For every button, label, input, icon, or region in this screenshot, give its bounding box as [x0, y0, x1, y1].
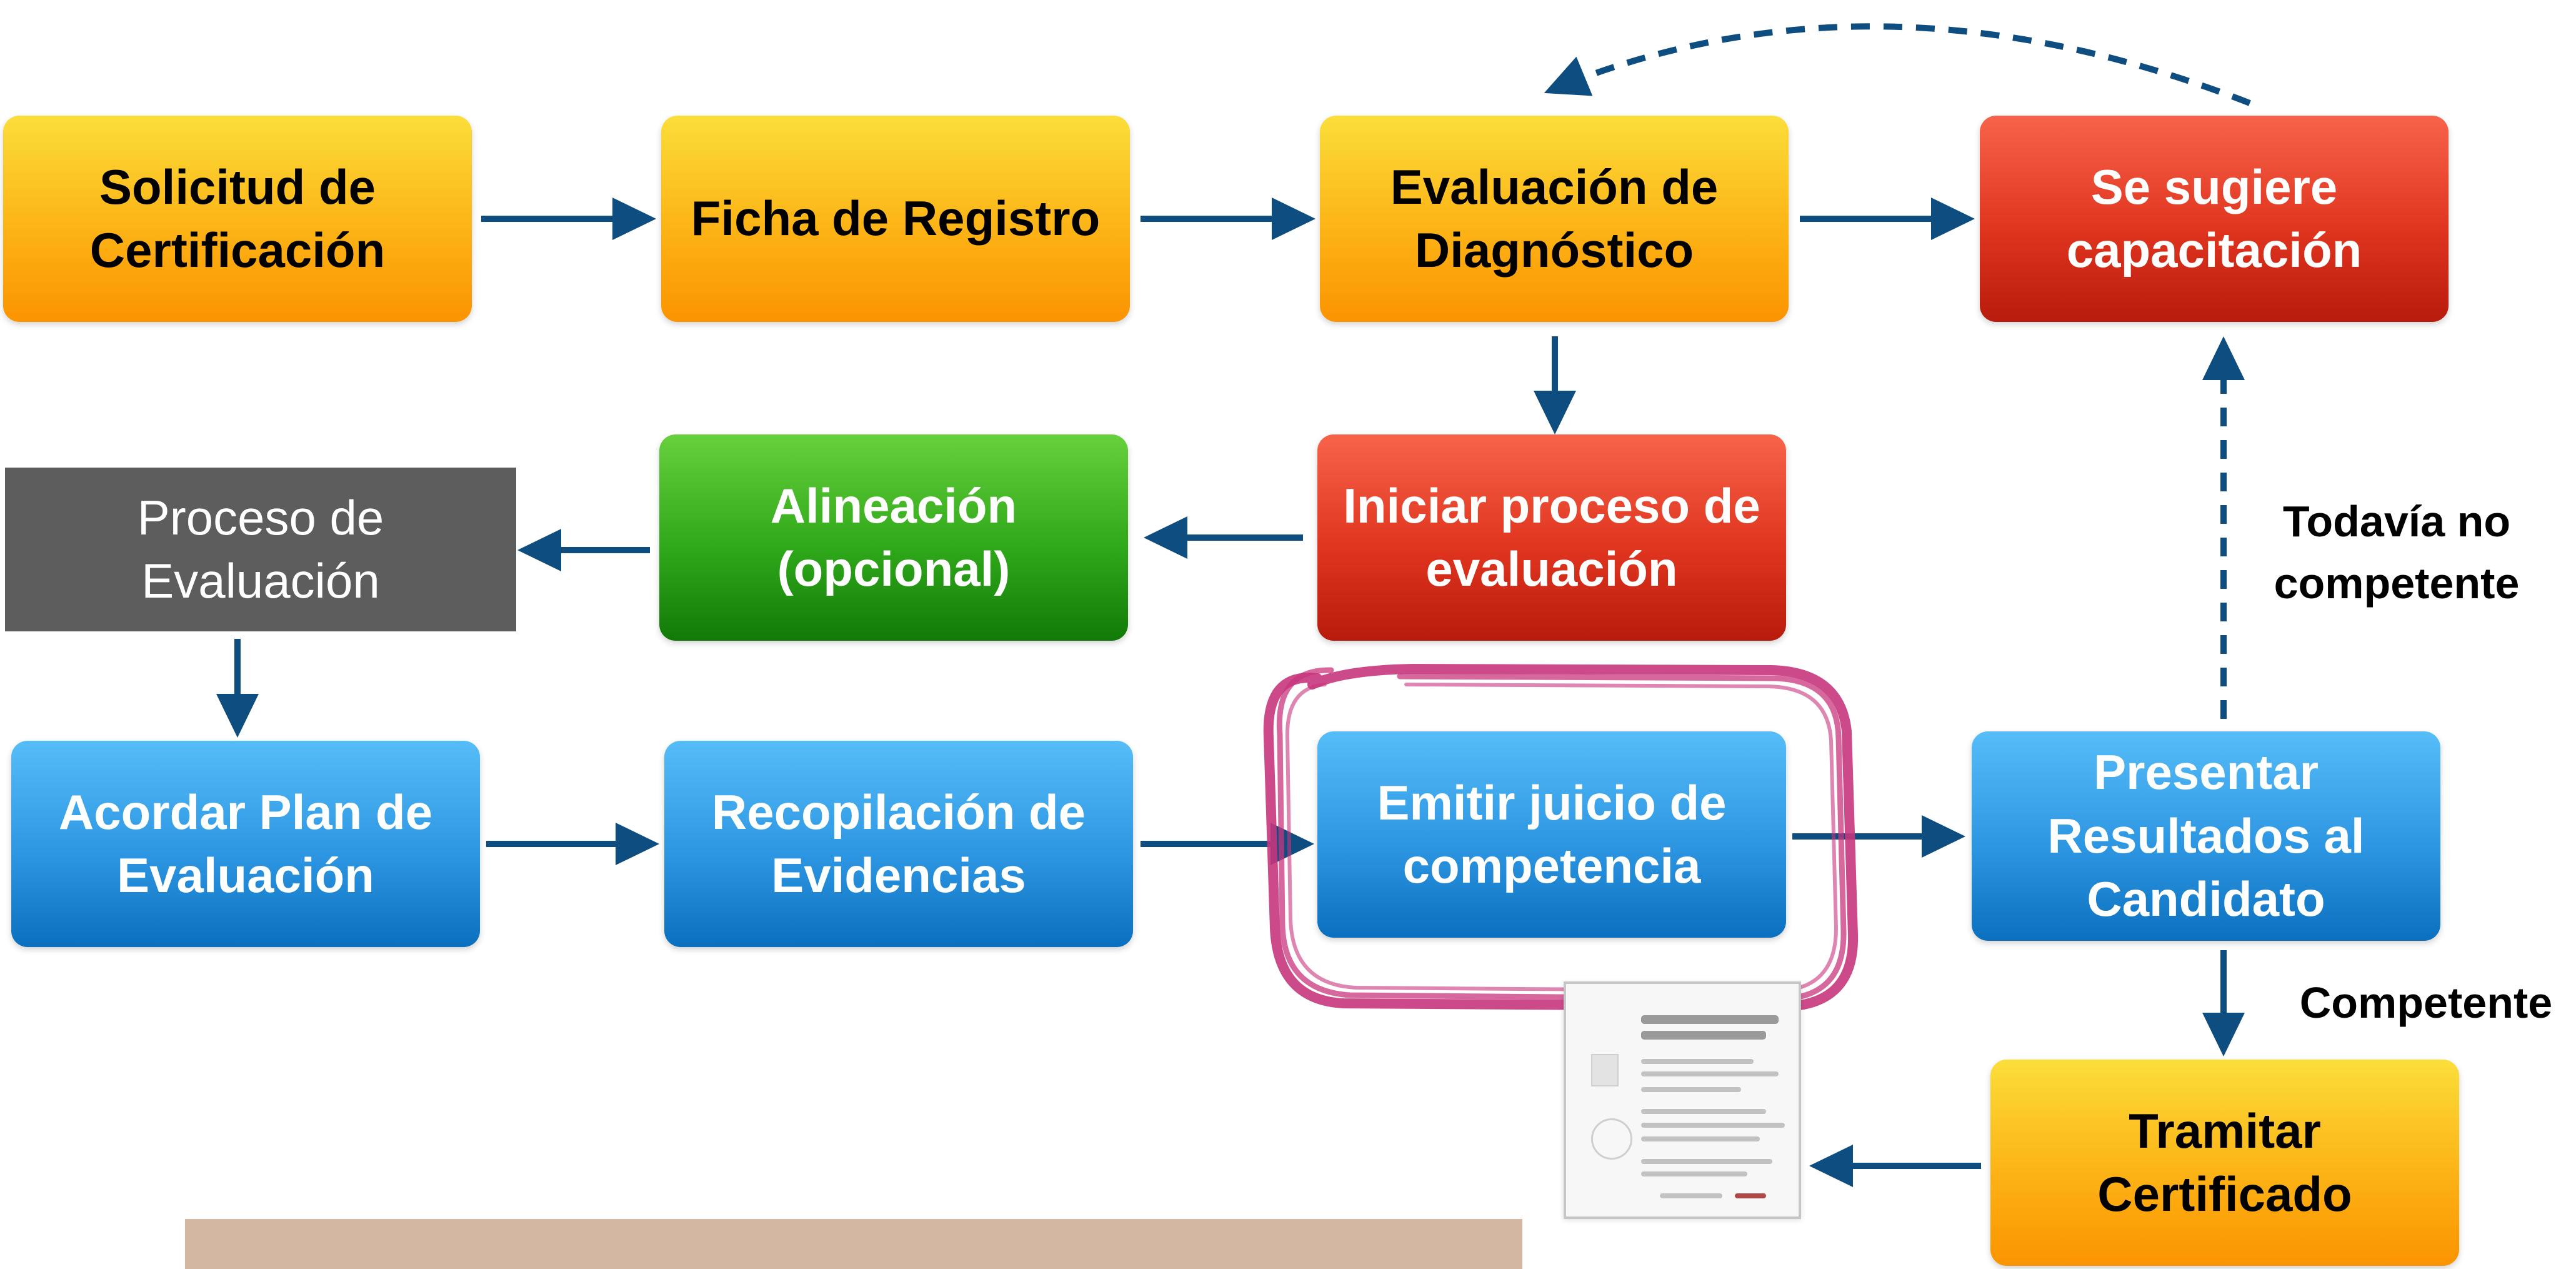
node-acordar-label: Acordar Plan de Evaluación [58, 784, 433, 903]
node-alineacion: Alineación (opcional) [659, 434, 1128, 641]
node-recopilacion-evidencias: Recopilación de Evidencias [664, 741, 1133, 947]
node-iniciar-label: Iniciar proceso de evaluación [1343, 478, 1760, 596]
node-presentar-label: Presentar Resultados al Candidato [2047, 745, 2365, 927]
node-iniciar-proceso: Iniciar proceso de evaluación [1317, 434, 1786, 641]
node-alineacion-label: Alineación (opcional) [770, 478, 1017, 596]
node-ficha-label: Ficha de Registro [691, 191, 1101, 246]
arrow-capacitacion-diagnostico-dashed [1544, 23, 2251, 106]
bottom-banner [185, 1219, 1522, 1269]
node-proceso-label: Proceso de Evaluación [137, 489, 384, 608]
node-solicitud-certificacion: Solicitud de Certificación [3, 116, 472, 322]
node-presentar-resultados: Presentar Resultados al Candidato [1972, 731, 2440, 941]
node-tramitar-certificado: Tramitar Certificado [1990, 1060, 2459, 1266]
node-solicitud-label: Solicitud de Certificación [89, 159, 386, 278]
node-evaluacion-diagnostico: Evaluación de Diagnóstico [1320, 116, 1789, 322]
node-capacitacion-label: Se sugiere capacitación [2066, 159, 2362, 278]
node-recopilacion-label: Recopilación de Evidencias [711, 784, 1086, 903]
node-ficha-registro: Ficha de Registro [661, 116, 1130, 322]
edge-label-competente: Competente [2299, 978, 2553, 1027]
edge-label-todavia-no-competente: Todavía no competente [2274, 497, 2520, 608]
node-tramitar-label: Tramitar Certificado [2097, 1103, 2352, 1221]
node-acordar-plan: Acordar Plan de Evaluación [11, 741, 480, 947]
certificate-document-icon [1564, 981, 1801, 1219]
node-proceso-evaluacion: Proceso de Evaluación [5, 468, 516, 631]
node-se-sugiere-capacitacion: Se sugiere capacitación [1980, 116, 2449, 322]
node-emitir-juicio: Emitir juicio de competencia [1317, 731, 1786, 938]
node-emitir-label: Emitir juicio de competencia [1377, 775, 1727, 893]
node-diagnostico-label: Evaluación de Diagnóstico [1390, 159, 1719, 278]
